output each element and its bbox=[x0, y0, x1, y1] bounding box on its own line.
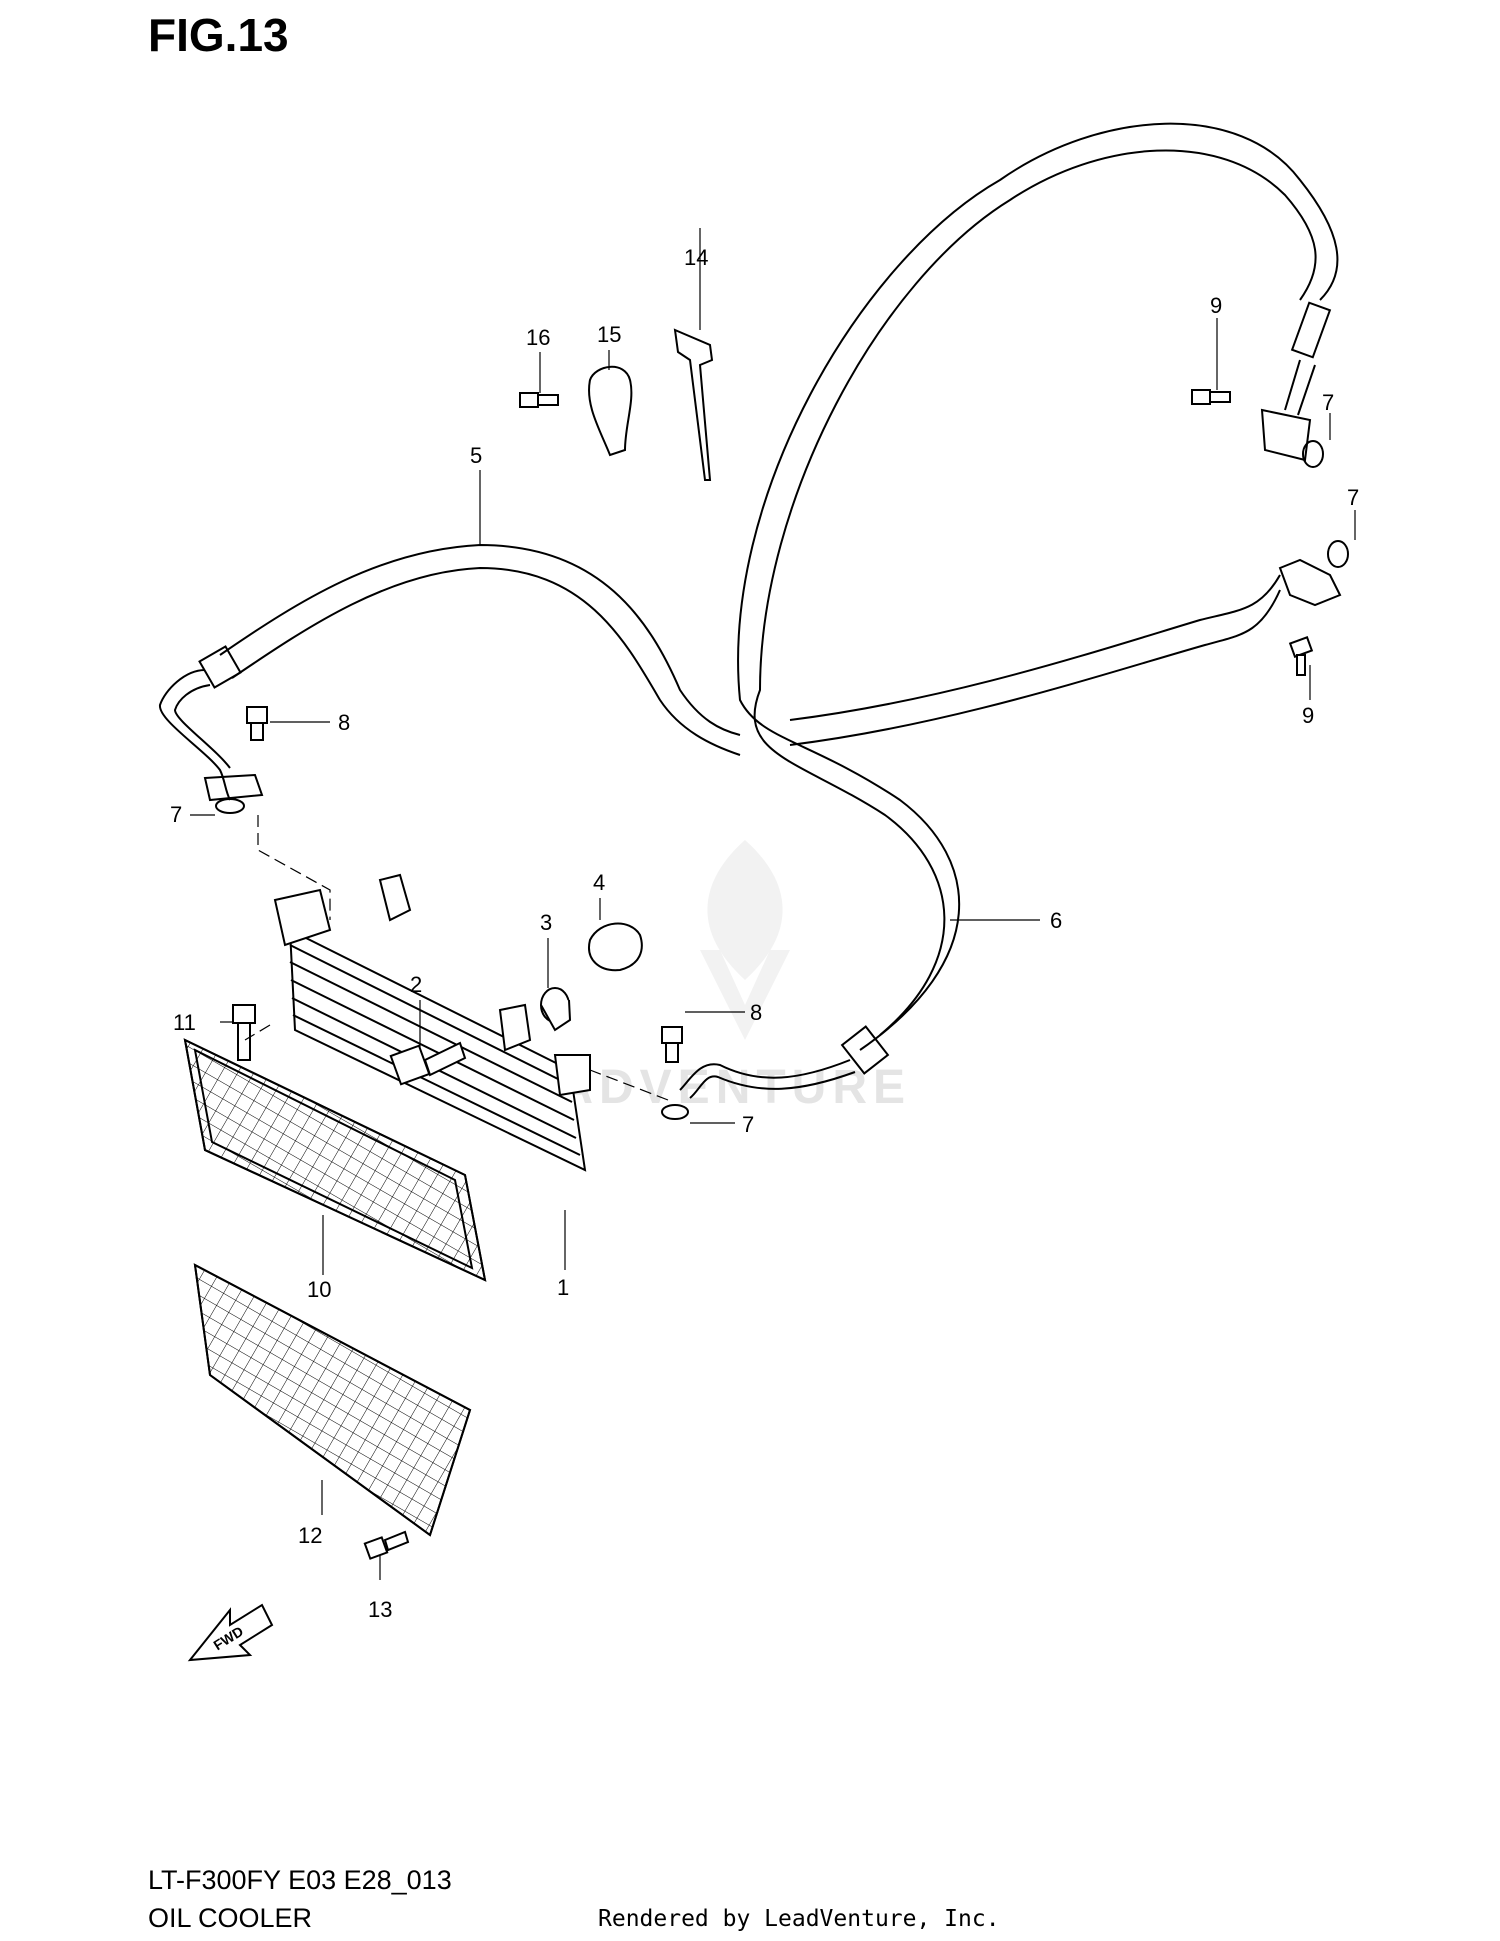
callout-6: 6 bbox=[1050, 908, 1062, 933]
callout-2: 2 bbox=[410, 972, 422, 997]
model-code: LT-F300FY E03 E28_013 bbox=[148, 1865, 452, 1895]
callout-7-b: 7 bbox=[1322, 390, 1334, 415]
grille-10 bbox=[183, 1038, 487, 1282]
leader-lines bbox=[190, 228, 1356, 1580]
bolt-8-upper bbox=[246, 706, 268, 741]
o-ring-7-c bbox=[1327, 540, 1349, 568]
callout-4: 4 bbox=[593, 870, 605, 895]
callout-14: 14 bbox=[684, 245, 708, 270]
callout-9-b: 9 bbox=[1302, 703, 1314, 728]
o-ring-7-a bbox=[215, 798, 245, 814]
bolt-11 bbox=[232, 1004, 256, 1061]
oil-cooler-body bbox=[273, 873, 591, 1172]
o-ring-7-d bbox=[661, 1104, 689, 1120]
bolt-9-upper bbox=[1191, 389, 1231, 405]
callout-12: 12 bbox=[298, 1523, 322, 1548]
callout-numbers: 1 2 3 4 5 6 7 7 7 7 8 8 9 9 10 11 12 13 … bbox=[170, 245, 1359, 1622]
cable-tie-14 bbox=[673, 328, 714, 481]
callout-10: 10 bbox=[307, 1277, 331, 1302]
callout-15: 15 bbox=[597, 322, 621, 347]
callout-9-a: 9 bbox=[1210, 293, 1222, 318]
section-name: OIL COOLER bbox=[148, 1903, 313, 1933]
collar-3 bbox=[540, 987, 572, 1032]
callout-5: 5 bbox=[470, 443, 482, 468]
bolt-9-lower bbox=[1288, 636, 1314, 676]
callout-13: 13 bbox=[368, 1597, 392, 1622]
watermark-logo bbox=[700, 840, 790, 1040]
bolt-13 bbox=[363, 1530, 410, 1560]
callout-16: 16 bbox=[526, 325, 550, 350]
callout-1: 1 bbox=[557, 1275, 569, 1300]
callout-7-d: 7 bbox=[742, 1112, 754, 1137]
callout-8-b: 8 bbox=[750, 1000, 762, 1025]
fwd-arrow-icon: FWD bbox=[187, 1603, 274, 1662]
cushion-4 bbox=[588, 922, 643, 972]
bolt-8-lower bbox=[661, 1026, 683, 1063]
callout-11: 11 bbox=[173, 1010, 196, 1035]
oil-hose-5 bbox=[159, 543, 1342, 802]
clamp-15 bbox=[588, 365, 633, 457]
grille-12 bbox=[193, 1263, 472, 1537]
callout-3: 3 bbox=[540, 910, 552, 935]
figure-title: FIG.13 bbox=[148, 9, 289, 61]
callout-7-c: 7 bbox=[1347, 485, 1359, 510]
rendered-by-credit: Rendered by LeadVenture, Inc. bbox=[598, 1906, 1000, 1932]
oil-hose-6 bbox=[679, 122, 1339, 1099]
o-rings-7 bbox=[215, 440, 1349, 1120]
o-ring-7-b bbox=[1302, 440, 1324, 468]
callout-8-a: 8 bbox=[338, 710, 350, 735]
callout-7-a: 7 bbox=[170, 802, 182, 827]
bolt-16 bbox=[519, 392, 559, 408]
bolt-2 bbox=[389, 1041, 467, 1086]
